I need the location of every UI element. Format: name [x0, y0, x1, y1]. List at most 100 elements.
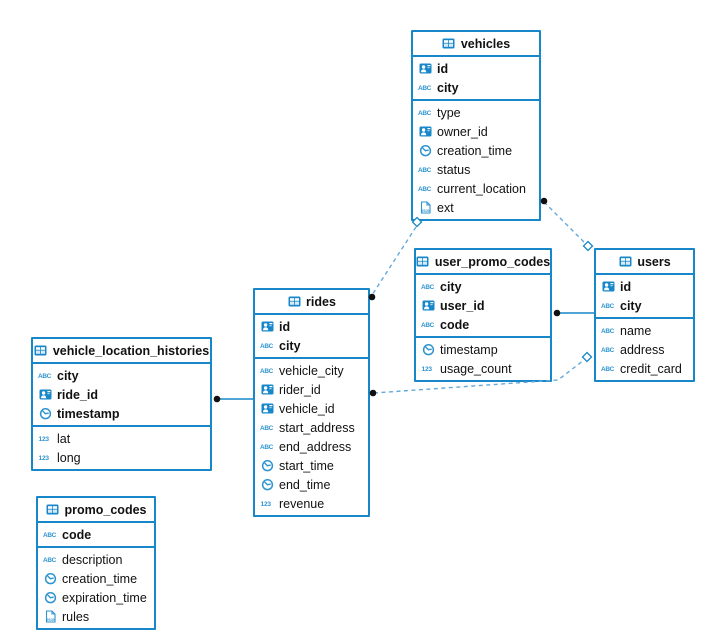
column-name: vehicle_city: [279, 363, 344, 378]
relation-line-vehicles-users[interactable]: [543, 201, 586, 244]
column-creation_time[interactable]: creation_time: [413, 141, 539, 160]
relation-line-rides-users[interactable]: [373, 359, 585, 394]
table-grid-icon: [46, 503, 60, 516]
abc-string-icon: ABC: [418, 106, 432, 119]
svg-text:ABC: ABC: [421, 322, 435, 329]
column-current_location[interactable]: ABC current_location: [413, 179, 539, 198]
svg-text:123: 123: [39, 436, 50, 443]
id-badge-icon: [601, 280, 615, 293]
column-name: current_location: [437, 181, 526, 196]
column-user_id[interactable]: user_id: [416, 296, 550, 315]
column-name: id: [279, 319, 291, 334]
svg-text:ABC: ABC: [418, 186, 432, 193]
column-name: revenue: [279, 496, 325, 511]
column-lat[interactable]: 123 lat: [33, 429, 210, 448]
column-name: timestamp: [57, 406, 120, 421]
table-name: rides: [306, 294, 336, 309]
table-header-vehicle_location_histories[interactable]: vehicle_location_histories: [33, 339, 210, 364]
id-badge-icon: [38, 388, 52, 401]
column-name: name: [620, 323, 652, 338]
id-badge-icon: [260, 402, 274, 415]
column-start_time[interactable]: start_time: [255, 456, 368, 475]
column-id[interactable]: id: [596, 277, 693, 296]
svg-text:ABC: ABC: [43, 557, 57, 564]
table-header-rides[interactable]: rides: [255, 290, 368, 315]
svg-text:ABC: ABC: [418, 85, 432, 92]
svg-text:123: 123: [422, 366, 433, 373]
column-name: rules: [62, 609, 90, 624]
clock-icon: [43, 572, 57, 585]
column-id[interactable]: id: [255, 317, 368, 336]
id-badge-icon: [418, 125, 432, 138]
clock-icon: [260, 478, 274, 491]
svg-text:ABC: ABC: [418, 110, 432, 117]
column-name: ext: [437, 200, 454, 215]
relation-line-vehicles-rides[interactable]: [371, 226, 417, 296]
table-header-users[interactable]: users: [596, 250, 693, 275]
table-header-vehicles[interactable]: vehicles: [413, 32, 539, 57]
clock-icon: [260, 459, 274, 472]
svg-text:JSON: JSON: [421, 209, 431, 213]
column-creation_time[interactable]: creation_time: [38, 569, 154, 588]
column-name: start_time: [279, 458, 334, 473]
abc-string-icon: ABC: [601, 362, 615, 375]
clock-icon: [43, 591, 57, 604]
column-end_time[interactable]: end_time: [255, 475, 368, 494]
column-name: timestamp: [440, 342, 498, 357]
abc-string-icon: ABC: [260, 421, 274, 434]
column-owner_id[interactable]: owner_id: [413, 122, 539, 141]
column-expiration_time[interactable]: expiration_time: [38, 588, 154, 607]
svg-text:ABC: ABC: [260, 444, 274, 451]
column-rider_id[interactable]: rider_id: [255, 380, 368, 399]
column-id[interactable]: id: [413, 59, 539, 78]
table-header-user_promo_codes[interactable]: user_promo_codes: [416, 250, 550, 275]
column-name[interactable]: ABC name: [596, 321, 693, 340]
column-ride_id[interactable]: ride_id: [33, 385, 210, 404]
abc-string-icon: ABC: [38, 369, 52, 382]
column-ext[interactable]: JSON ext: [413, 198, 539, 217]
column-name: lat: [57, 431, 71, 446]
table-grid-icon: [287, 295, 301, 308]
abc-string-icon: ABC: [260, 339, 274, 352]
column-vehicle_id[interactable]: vehicle_id: [255, 399, 368, 418]
svg-text:ABC: ABC: [601, 328, 615, 335]
column-timestamp[interactable]: timestamp: [416, 340, 550, 359]
table-grid-icon: [618, 255, 632, 268]
svg-text:ABC: ABC: [601, 366, 615, 373]
table-header-promo_codes[interactable]: promo_codes: [38, 498, 154, 523]
column-name: owner_id: [437, 124, 488, 139]
abc-string-icon: ABC: [418, 163, 432, 176]
column-timestamp[interactable]: timestamp: [33, 404, 210, 423]
column-name: creation_time: [437, 143, 513, 158]
column-name: rider_id: [279, 382, 321, 397]
